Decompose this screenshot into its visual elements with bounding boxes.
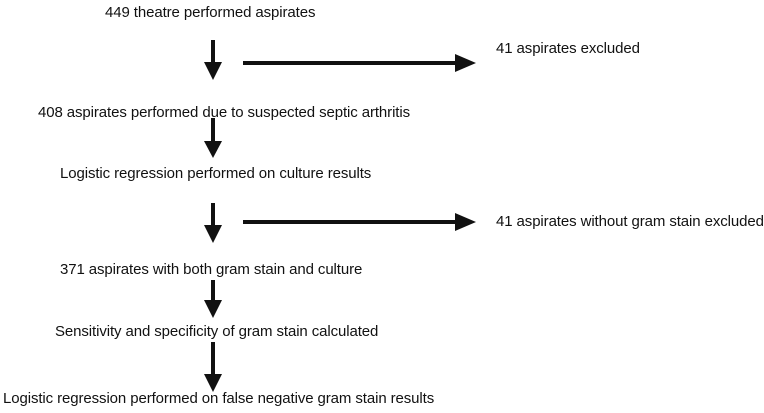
step-3-label: Logistic regression performed on culture…	[60, 165, 372, 182]
step-2-label: 408 aspirates performed due to suspected…	[38, 104, 411, 121]
exclusion-1-label: 41 aspirates excluded	[496, 40, 640, 57]
exclusion-2-label: 41 aspirates without gram stain excluded	[496, 213, 764, 230]
down-arrow-2	[204, 118, 222, 158]
step-1-label: 449 theatre performed aspirates	[105, 4, 316, 21]
right-arrow-exclusion-2	[243, 213, 476, 231]
step-4-label: 371 aspirates with both gram stain and c…	[60, 261, 363, 278]
down-arrow-3	[204, 203, 222, 243]
step-5-label: Sensitivity and specificity of gram stai…	[55, 323, 379, 340]
step-6-label: Logistic regression performed on false n…	[3, 390, 435, 407]
down-arrow-5	[204, 342, 222, 392]
down-arrow-4	[204, 280, 222, 318]
down-arrow-1	[204, 40, 222, 80]
right-arrow-exclusion-1	[243, 54, 476, 72]
